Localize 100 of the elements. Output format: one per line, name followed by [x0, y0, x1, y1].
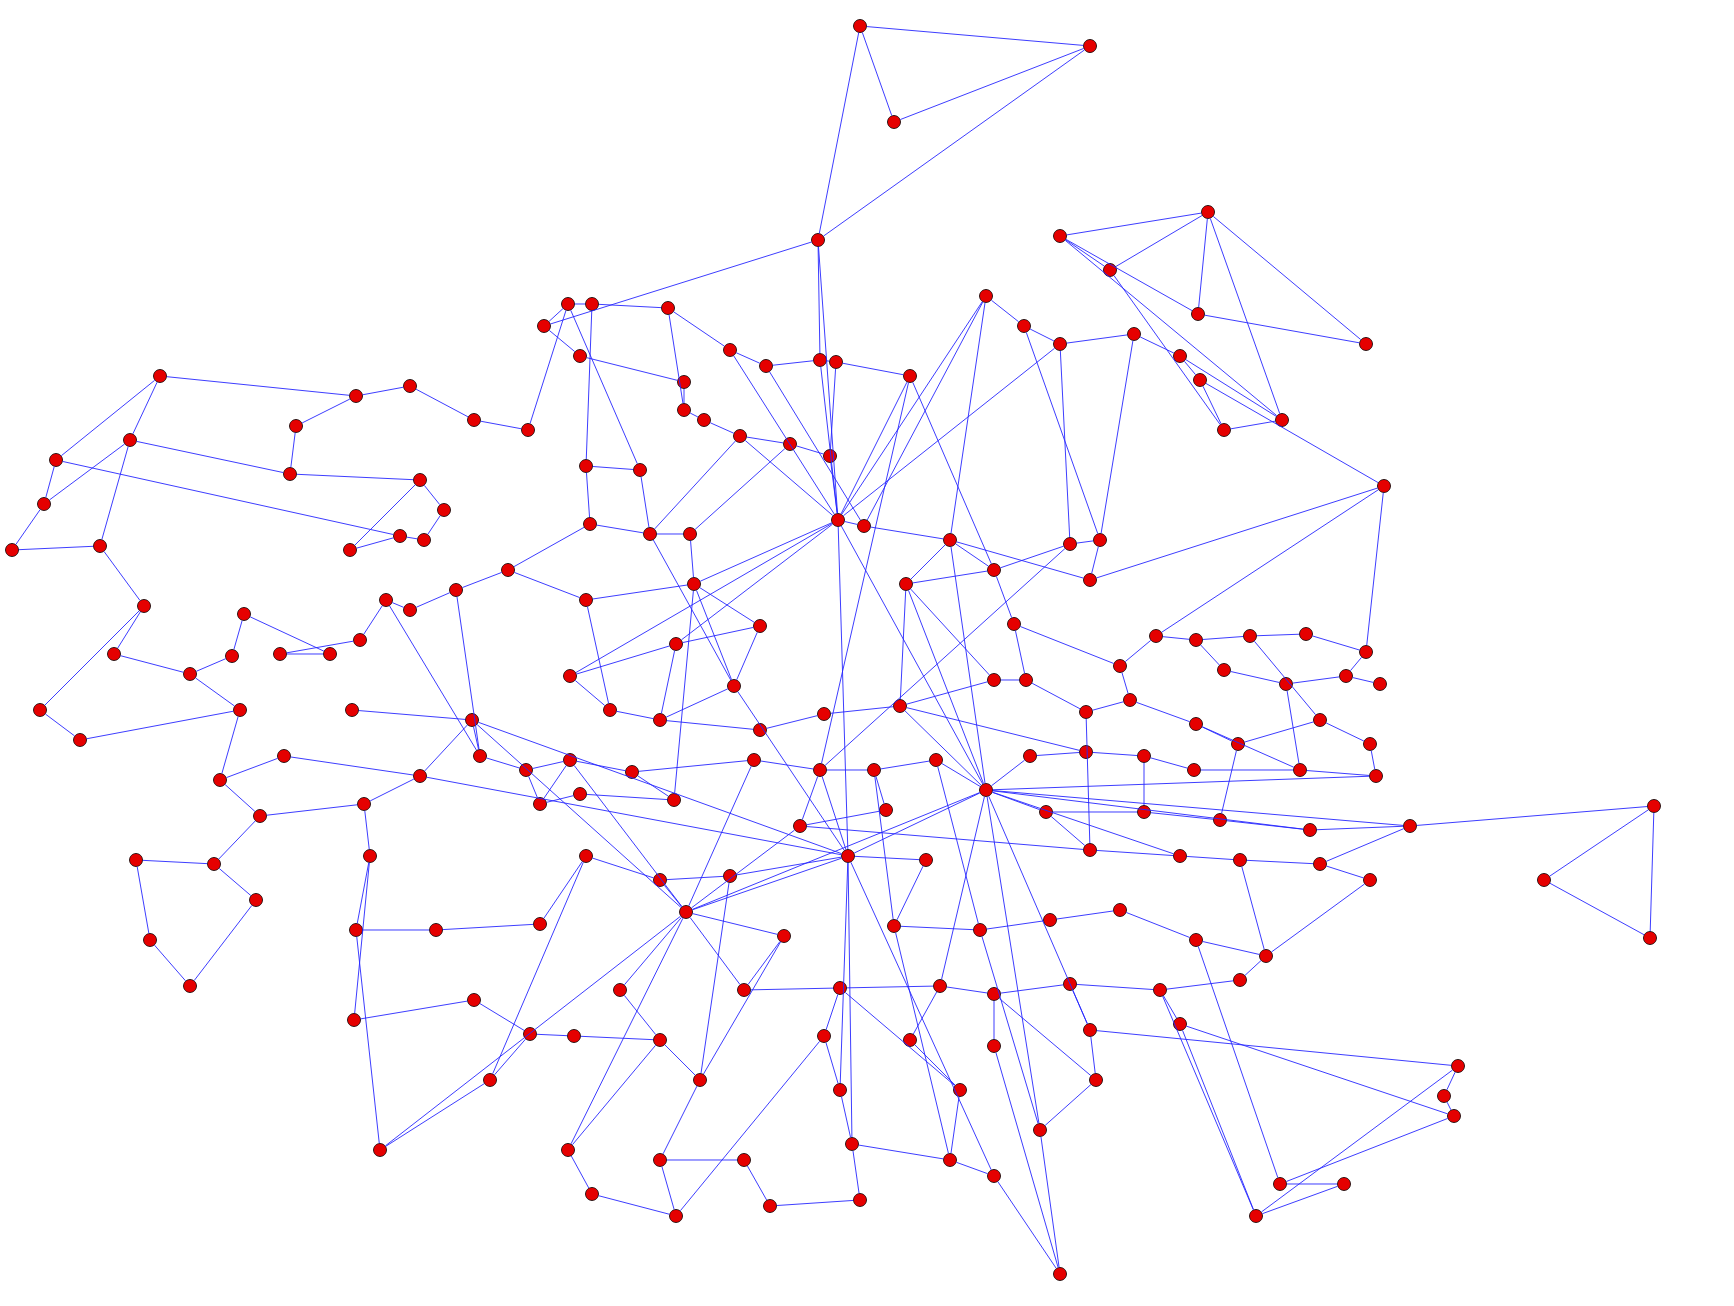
connector-line: [956, 541, 1084, 579]
connector-line: [478, 721, 842, 855]
connector-line: [60, 379, 156, 457]
connector-line: [218, 820, 256, 860]
connector-line: [733, 355, 835, 515]
connector-line: [992, 791, 1174, 855]
connector-line: [694, 448, 786, 530]
connector-line: [854, 855, 920, 861]
connector-line: [1121, 672, 1129, 694]
connector-line: [290, 756, 414, 776]
connector-line: [760, 760, 814, 770]
connector-line: [360, 1000, 468, 1020]
connector-line: [406, 536, 418, 540]
connector-line: [1162, 995, 1254, 1211]
connector-line: [543, 861, 583, 919]
connector-line: [638, 760, 748, 772]
connector-line: [224, 784, 256, 812]
connector-line: [1161, 489, 1379, 633]
connector-line: [1065, 238, 1193, 312]
connector-line: [596, 524, 644, 534]
connector-line: [699, 587, 755, 623]
connector-line: [1163, 995, 1177, 1019]
connector-line: [825, 994, 839, 1030]
connector-line: [766, 715, 818, 729]
connector-line: [456, 596, 480, 750]
connector-line: [1352, 677, 1374, 683]
connector-line: [362, 929, 430, 931]
connector-line: [266, 804, 358, 816]
connector-line: [1115, 215, 1203, 267]
connector-line: [874, 776, 894, 920]
connector-line: [513, 526, 585, 568]
connector-line: [990, 299, 1020, 323]
connector-line: [844, 992, 956, 1086]
connector-line: [218, 868, 252, 896]
connector-line: [136, 866, 150, 934]
connector-line: [120, 655, 184, 673]
connector-line: [574, 303, 586, 305]
connector-line: [1091, 546, 1099, 574]
connector-line: [1212, 215, 1362, 340]
connector-line: [986, 920, 1044, 930]
connector-line: [691, 829, 795, 909]
connector-line: [1162, 636, 1190, 640]
connector-line: [688, 765, 752, 907]
connector-line: [993, 1000, 995, 1040]
connector-line: [586, 793, 668, 800]
connector-line: [1549, 882, 1645, 936]
connector-line: [737, 691, 845, 851]
connector-line: [1076, 984, 1154, 990]
connector-line: [691, 792, 981, 910]
connector-line: [896, 865, 924, 921]
connector-line: [950, 1096, 960, 1154]
connector-line: [736, 631, 758, 681]
connector-line: [587, 606, 609, 704]
connector-line: [233, 620, 243, 650]
connector-line: [249, 616, 325, 652]
connector-line: [866, 26, 1084, 46]
connector-line: [1150, 757, 1188, 769]
connector-line: [1066, 334, 1128, 344]
connector-line: [880, 760, 930, 770]
connector-line: [415, 388, 469, 418]
connector-line: [1200, 644, 1220, 666]
connector-line: [842, 362, 904, 376]
connector-line: [296, 473, 414, 481]
connector-line: [689, 412, 699, 418]
connector-line: [818, 246, 838, 514]
connector-line: [991, 759, 1025, 787]
connector-line: [1143, 762, 1145, 806]
connector-line: [818, 32, 860, 234]
connector-line: [166, 376, 350, 396]
connector-line: [103, 551, 141, 601]
connector-line: [817, 246, 821, 354]
connector-line: [912, 570, 988, 584]
connector-line: [840, 525, 984, 785]
connector-line: [690, 540, 694, 578]
connector-line: [1029, 328, 1055, 342]
connector-line: [356, 936, 380, 1144]
connector-line: [1366, 492, 1384, 646]
connector-line: [895, 932, 949, 1154]
connector-line: [132, 381, 158, 435]
connector-line: [656, 533, 684, 535]
connector-line: [1198, 218, 1208, 308]
connector-line: [1150, 812, 1214, 820]
connector-line: [1000, 984, 1064, 994]
connector-line: [592, 466, 634, 470]
connector-line: [1416, 806, 1648, 826]
connector-line: [1186, 856, 1234, 860]
connector-line: [616, 710, 654, 720]
connector-line: [389, 605, 477, 751]
connector-line: [1092, 701, 1124, 711]
connector-line: [195, 658, 227, 672]
connector-line: [821, 382, 909, 764]
connector-line: [750, 987, 834, 991]
connector-line: [1197, 946, 1279, 1178]
connector-line: [301, 398, 351, 424]
connector-line: [195, 677, 235, 707]
connector-line: [473, 726, 479, 750]
connector-line: [912, 381, 992, 565]
connector-line: [823, 49, 1085, 237]
connector-line: [937, 766, 979, 924]
connector-line: [1085, 718, 1091, 844]
